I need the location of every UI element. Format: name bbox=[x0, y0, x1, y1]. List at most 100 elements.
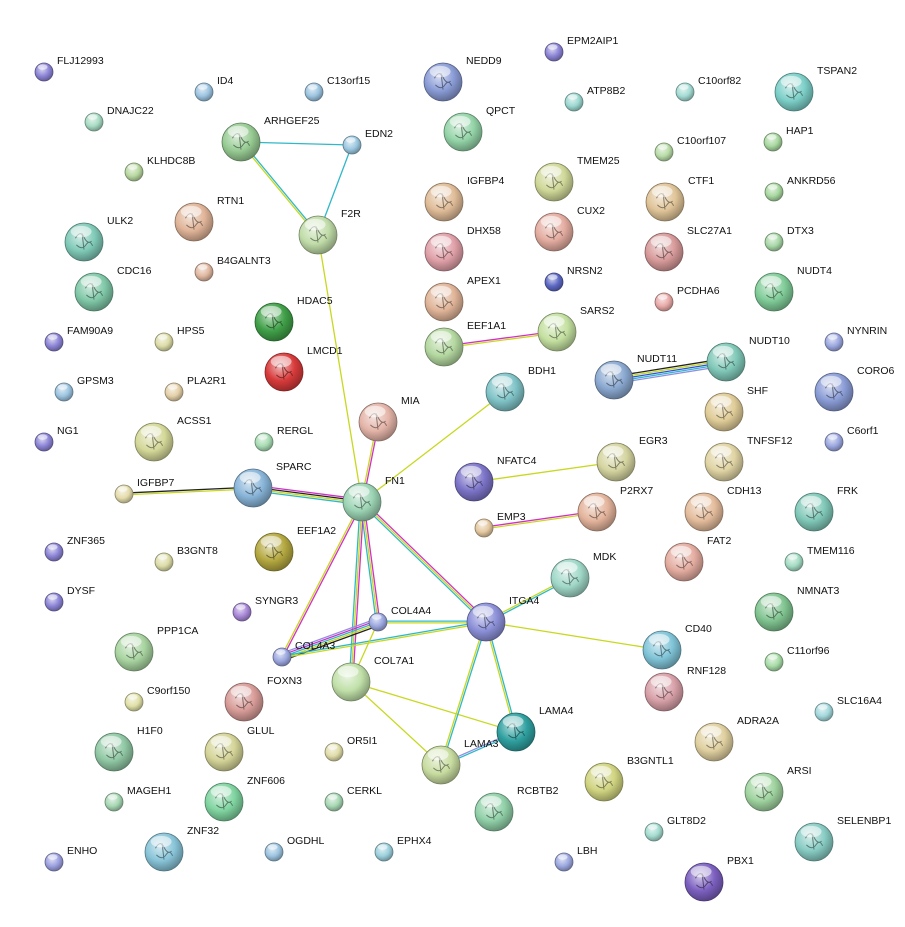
node-dtx3[interactable]: DTX3 bbox=[764, 225, 814, 252]
edge-fn1-col4a3[interactable] bbox=[280, 501, 364, 658]
node-tnfsf12[interactable]: TNFSF12 bbox=[704, 435, 793, 482]
node-sparc[interactable]: SPARC bbox=[233, 461, 312, 508]
node-f2r[interactable]: F2R bbox=[298, 208, 361, 255]
node-atp8b2[interactable]: ATP8B2 bbox=[564, 85, 625, 112]
node-ppp1ca[interactable]: PPP1CA bbox=[114, 625, 198, 672]
node-ctf1[interactable]: CTF1 bbox=[645, 175, 714, 222]
node-c11orf96[interactable]: C11orf96 bbox=[764, 645, 830, 672]
node-nudt11[interactable]: NUDT11 bbox=[594, 353, 677, 400]
node-znf606[interactable]: ZNF606 bbox=[204, 775, 285, 822]
node-ng1[interactable]: NG1 bbox=[34, 425, 79, 452]
node-nmnat3[interactable]: NMNAT3 bbox=[754, 585, 840, 632]
node-dhx58[interactable]: DHX58 bbox=[424, 225, 501, 272]
node-cd40[interactable]: CD40 bbox=[642, 623, 712, 670]
node-tmem116[interactable]: TMEM116 bbox=[784, 545, 855, 572]
node-cerkl[interactable]: CERKL bbox=[324, 785, 382, 812]
node-adra2a[interactable]: ADRA2A bbox=[694, 715, 779, 762]
node-fam90a9[interactable]: FAM90A9 bbox=[44, 325, 113, 352]
node-rcbtb2[interactable]: RCBTB2 bbox=[474, 785, 559, 832]
node-tmem25[interactable]: TMEM25 bbox=[534, 155, 620, 202]
edge-arhgef25-f2r[interactable] bbox=[239, 141, 320, 236]
node-nedd9[interactable]: NEDD9 bbox=[423, 55, 502, 102]
node-col7a1[interactable]: COL7A1 bbox=[331, 655, 414, 702]
node-bdh1[interactable]: BDH1 bbox=[485, 365, 556, 412]
node-b3gnt8[interactable]: B3GNT8 bbox=[154, 545, 218, 572]
node-c10orf107[interactable]: C10orf107 bbox=[654, 135, 726, 162]
node-fn1[interactable]: FN1 bbox=[342, 475, 405, 522]
edge-f2r-fn1[interactable] bbox=[317, 234, 363, 503]
node-rergl[interactable]: RERGL bbox=[254, 425, 313, 452]
node-qpct[interactable]: QPCT bbox=[443, 105, 516, 152]
node-glul[interactable]: GLUL bbox=[204, 725, 275, 772]
node-enho[interactable]: ENHO bbox=[44, 845, 97, 872]
node-sars2[interactable]: SARS2 bbox=[537, 305, 615, 352]
node-b4galnt3[interactable]: B4GALNT3 bbox=[194, 255, 271, 282]
node-lama3[interactable]: LAMA3 bbox=[421, 738, 499, 785]
node-cdc16[interactable]: CDC16 bbox=[74, 265, 152, 312]
node-coro6[interactable]: CORO6 bbox=[814, 365, 895, 412]
node-c6orf1[interactable]: C6orf1 bbox=[824, 425, 879, 452]
node-rtn1[interactable]: RTN1 bbox=[174, 195, 244, 242]
node-ephx4[interactable]: EPHX4 bbox=[374, 835, 432, 862]
node-selenbp1[interactable]: SELENBP1 bbox=[794, 815, 891, 862]
node-egr3[interactable]: EGR3 bbox=[596, 435, 668, 482]
node-nudt4[interactable]: NUDT4 bbox=[754, 265, 832, 312]
node-znf365[interactable]: ZNF365 bbox=[44, 535, 105, 562]
edge-col7a1-lama4[interactable] bbox=[350, 681, 517, 733]
node-dnajc22[interactable]: DNAJC22 bbox=[84, 105, 154, 132]
node-c10orf82[interactable]: C10orf82 bbox=[675, 75, 741, 102]
node-h1f0[interactable]: H1F0 bbox=[94, 725, 163, 772]
node-klhdc8b[interactable]: KLHDC8B bbox=[124, 155, 195, 182]
node-foxn3[interactable]: FOXN3 bbox=[224, 675, 302, 722]
node-mdk[interactable]: MDK bbox=[550, 551, 616, 598]
node-eef1a1[interactable]: EEF1A1 bbox=[424, 320, 506, 367]
node-flj12993[interactable]: FLJ12993 bbox=[34, 55, 104, 82]
edge-fn1-itga4[interactable] bbox=[360, 500, 488, 624]
node-col4a3[interactable]: COL4A3 bbox=[272, 640, 335, 667]
node-cdh13[interactable]: CDH13 bbox=[684, 485, 762, 532]
node-nfatc4[interactable]: NFATC4 bbox=[454, 455, 537, 502]
node-nrsn2[interactable]: NRSN2 bbox=[544, 265, 603, 292]
node-slc16a4[interactable]: SLC16A4 bbox=[814, 695, 882, 722]
node-pbx1[interactable]: PBX1 bbox=[684, 855, 754, 902]
node-emp3[interactable]: EMP3 bbox=[474, 511, 526, 538]
node-mia[interactable]: MIA bbox=[358, 395, 420, 442]
node-c13orf15[interactable]: C13orf15 bbox=[304, 75, 370, 102]
node-ulk2[interactable]: ULK2 bbox=[64, 215, 133, 262]
node-pla2r1[interactable]: PLA2R1 bbox=[164, 375, 226, 402]
node-syngr3[interactable]: SYNGR3 bbox=[232, 595, 298, 622]
edge-fn1-col7a1[interactable] bbox=[348, 501, 365, 683]
node-ankrd56[interactable]: ANKRD56 bbox=[764, 175, 836, 202]
node-frk[interactable]: FRK bbox=[794, 485, 858, 532]
node-or5i1[interactable]: OR5I1 bbox=[324, 735, 378, 762]
node-igfbp4[interactable]: IGFBP4 bbox=[424, 175, 505, 222]
node-ogdhl[interactable]: OGDHL bbox=[264, 835, 325, 862]
edge-itga4-lama3[interactable] bbox=[439, 621, 488, 766]
node-b3gntl1[interactable]: B3GNTL1 bbox=[584, 755, 674, 802]
edge-col7a1-lama3[interactable] bbox=[350, 681, 442, 766]
node-lbh[interactable]: LBH bbox=[554, 845, 597, 872]
node-slc27a1[interactable]: SLC27A1 bbox=[644, 225, 732, 272]
node-hap1[interactable]: HAP1 bbox=[763, 125, 814, 152]
node-itga4[interactable]: ITGA4 bbox=[466, 595, 540, 642]
node-glt8d2[interactable]: GLT8D2 bbox=[644, 815, 706, 842]
node-tspan2[interactable]: TSPAN2 bbox=[774, 65, 857, 112]
node-shf[interactable]: SHF bbox=[704, 385, 768, 432]
node-hps5[interactable]: HPS5 bbox=[154, 325, 205, 352]
edge-igfbp7-sparc[interactable] bbox=[123, 486, 254, 496]
node-lama4[interactable]: LAMA4 bbox=[496, 705, 574, 752]
node-lmcd1[interactable]: LMCD1 bbox=[264, 345, 343, 392]
node-epm2aip1[interactable]: EPM2AIP1 bbox=[544, 35, 619, 62]
node-col4a4[interactable]: COL4A4 bbox=[368, 605, 431, 632]
node-edn2[interactable]: EDN2 bbox=[342, 128, 393, 155]
node-znf32[interactable]: ZNF32 bbox=[144, 825, 219, 872]
node-mageh1[interactable]: MAGEH1 bbox=[104, 785, 172, 812]
node-fat2[interactable]: FAT2 bbox=[664, 535, 731, 582]
edge-nfatc4-egr3[interactable] bbox=[473, 461, 617, 483]
node-igfbp7[interactable]: IGFBP7 bbox=[114, 477, 175, 504]
node-rnf128[interactable]: RNF128 bbox=[644, 665, 726, 712]
node-acss1[interactable]: ACSS1 bbox=[134, 415, 212, 462]
edge-col4a3-itga4[interactable] bbox=[281, 620, 487, 659]
node-arhgef25[interactable]: ARHGEF25 bbox=[221, 115, 320, 162]
node-hdac5[interactable]: HDAC5 bbox=[254, 295, 333, 342]
